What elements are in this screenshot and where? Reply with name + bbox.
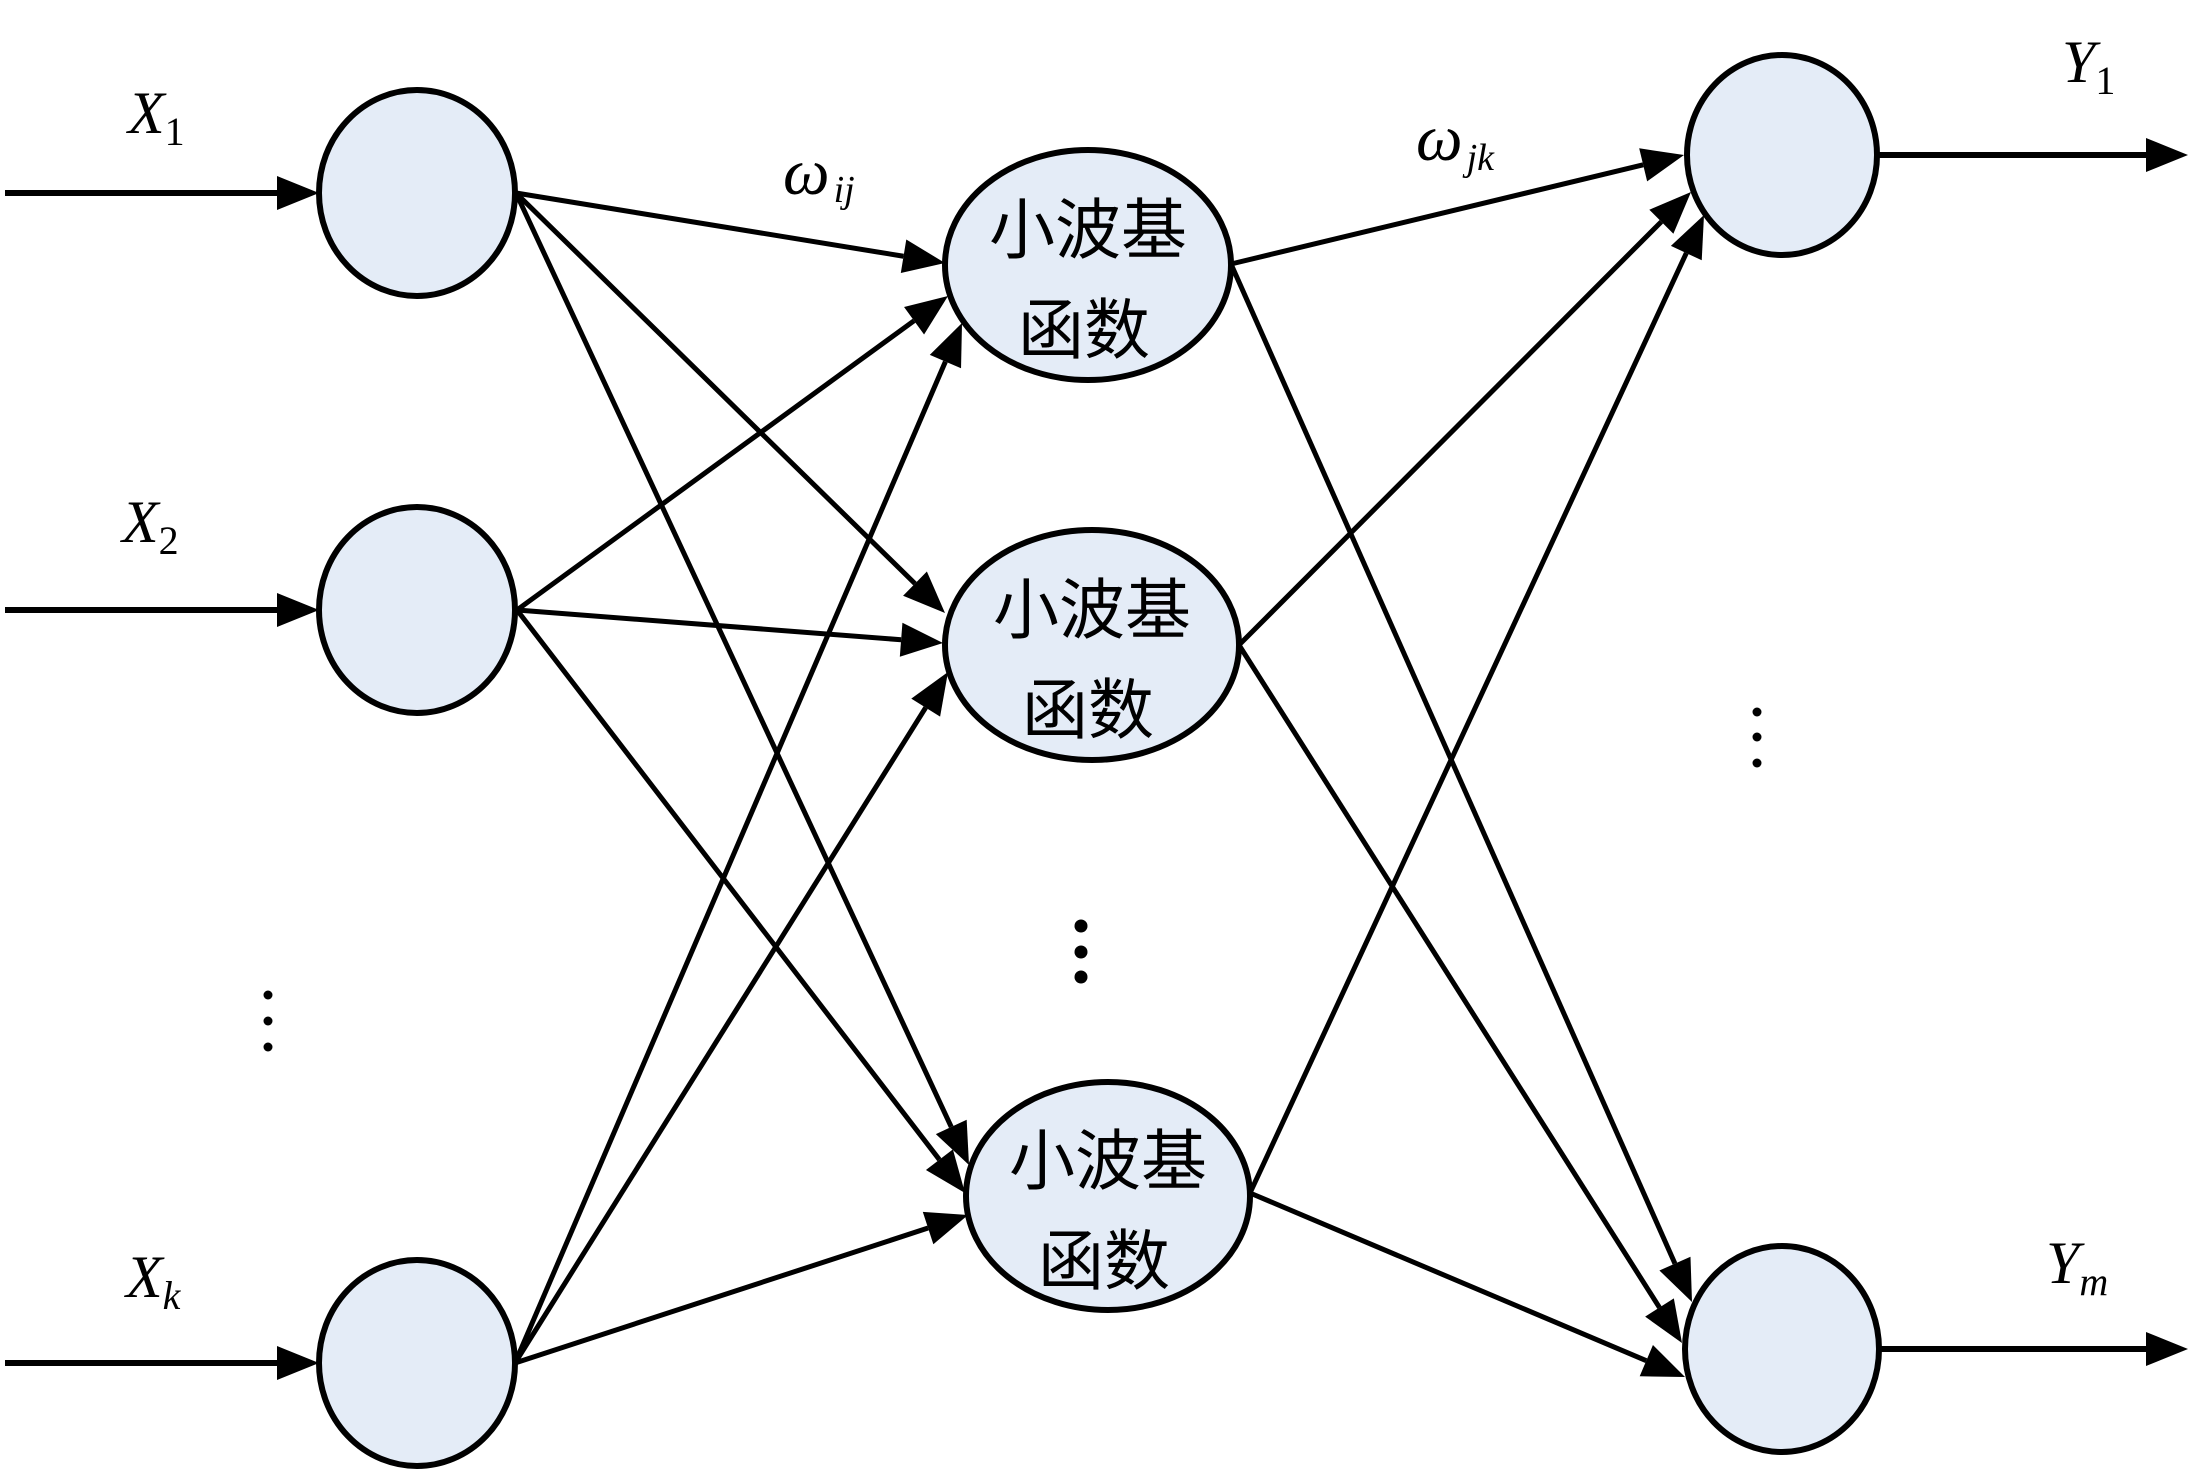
edge-xk-to-h1 (512, 360, 948, 1364)
input-arrowhead-x2 (277, 593, 319, 627)
input-node-x2 (316, 504, 518, 716)
output-label-ym-sub: m (2079, 1259, 2108, 1304)
input-label-xk-sub: k (163, 1273, 182, 1318)
input-ellipsis-dot (263, 990, 273, 1000)
input-label-xk: Xk (124, 1244, 182, 1318)
arrowhead-x2-h3 (925, 1149, 965, 1193)
output-node-ym (1682, 1243, 1882, 1455)
arrowhead-h2-y1 (1649, 192, 1691, 234)
edge-h3-to-ym (1249, 1190, 1648, 1363)
input-ellipsis (263, 990, 273, 1052)
output-label-y1: Y1 (2062, 29, 2115, 103)
edge-x1-to-h2 (514, 191, 917, 586)
io-arrows (5, 138, 2188, 1380)
hidden-node-h3-label-line1: 小波基 (1009, 1123, 1207, 1200)
input-ellipsis-dot (263, 1042, 273, 1052)
hidden-node-h1-label-line2: 函数 (1018, 292, 1150, 369)
edge-h1-to-ym (1228, 262, 1678, 1265)
hidden-ellipsis-dot (1074, 919, 1088, 933)
input-node-x1 (316, 87, 518, 299)
hidden-ellipsis-dot (1074, 945, 1088, 959)
arrowhead-x2-h1 (904, 296, 948, 335)
arrowhead-x1-h2 (903, 571, 945, 613)
arrowhead-h1-ym (1659, 1256, 1692, 1302)
output-arrowhead-ym (2146, 1332, 2188, 1366)
arrowhead-x1-h1 (900, 239, 945, 274)
hidden-node-h1-label-line1: 小波基 (989, 192, 1187, 269)
hidden-node-h2-label-line1: 小波基 (993, 572, 1191, 649)
hidden-ellipsis (1074, 919, 1088, 984)
edge-xk-to-h3 (514, 1225, 929, 1366)
output-node-y1 (1684, 52, 1880, 258)
arrowhead-xk-h1 (929, 323, 962, 369)
hidden-ellipsis-dot (1074, 970, 1088, 984)
input-label-x1: X1 (126, 80, 185, 154)
hidden-node-h3 (963, 1079, 1253, 1313)
input-ellipsis-dot (263, 1016, 273, 1026)
edge-x1-to-h1 (515, 190, 904, 259)
arrowhead-xk-h2 (911, 672, 948, 717)
edge-x2-to-h2 (516, 607, 902, 643)
output-ellipsis-dot (1752, 732, 1762, 742)
input-arrowhead-xk (277, 1346, 319, 1380)
edge-h3-to-y1 (1247, 252, 1689, 1195)
input-node-xk (316, 1257, 518, 1469)
output-ellipsis-dot (1752, 707, 1762, 717)
arrowhead-h1-y1 (1639, 148, 1684, 182)
arrowhead-x2-h2 (899, 622, 943, 657)
hidden-node-h2-label-line2: 函数 (1022, 672, 1154, 749)
output-ellipsis-dot (1752, 758, 1762, 768)
input-label-x2: X2 (120, 489, 179, 563)
weight-label-wjk-sub: jk (1462, 137, 1496, 179)
arrowhead-h3-y1 (1670, 215, 1704, 261)
edge-xk-to-h2 (512, 706, 928, 1365)
ellipsis-dots (263, 707, 1762, 1052)
output-label-y1-sub: 1 (2095, 58, 2115, 103)
arrowhead-h3-ym (1639, 1344, 1685, 1377)
hidden-node-h1 (942, 147, 1234, 383)
output-label-ym: Ym (2046, 1230, 2108, 1304)
arrowheads (899, 148, 1704, 1377)
arrowhead-xk-h3 (922, 1211, 968, 1245)
input-label-x1-sub: 1 (165, 109, 185, 154)
edge-x2-to-h1 (515, 318, 916, 613)
hidden-node-h3-label-line2: 函数 (1038, 1223, 1170, 1300)
edge-h2-to-y1 (1237, 219, 1664, 647)
output-arrowhead-y1 (2146, 138, 2188, 172)
weight-label-wij-sub: ij (834, 169, 855, 211)
edge-h2-to-ym (1236, 643, 1662, 1309)
edge-x2-to-h3 (515, 608, 942, 1162)
arrowhead-h2-ym (1645, 1298, 1682, 1343)
hidden-node-h2 (942, 527, 1242, 763)
edge-h1-to-y1 (1230, 162, 1644, 267)
output-ellipsis (1752, 707, 1762, 768)
input-label-x2-sub: 2 (159, 518, 179, 563)
input-arrowhead-x1 (277, 176, 319, 210)
connection-edges (512, 162, 1689, 1366)
edge-x1-to-h3 (513, 191, 954, 1128)
arrowhead-x1-h3 (935, 1119, 969, 1165)
